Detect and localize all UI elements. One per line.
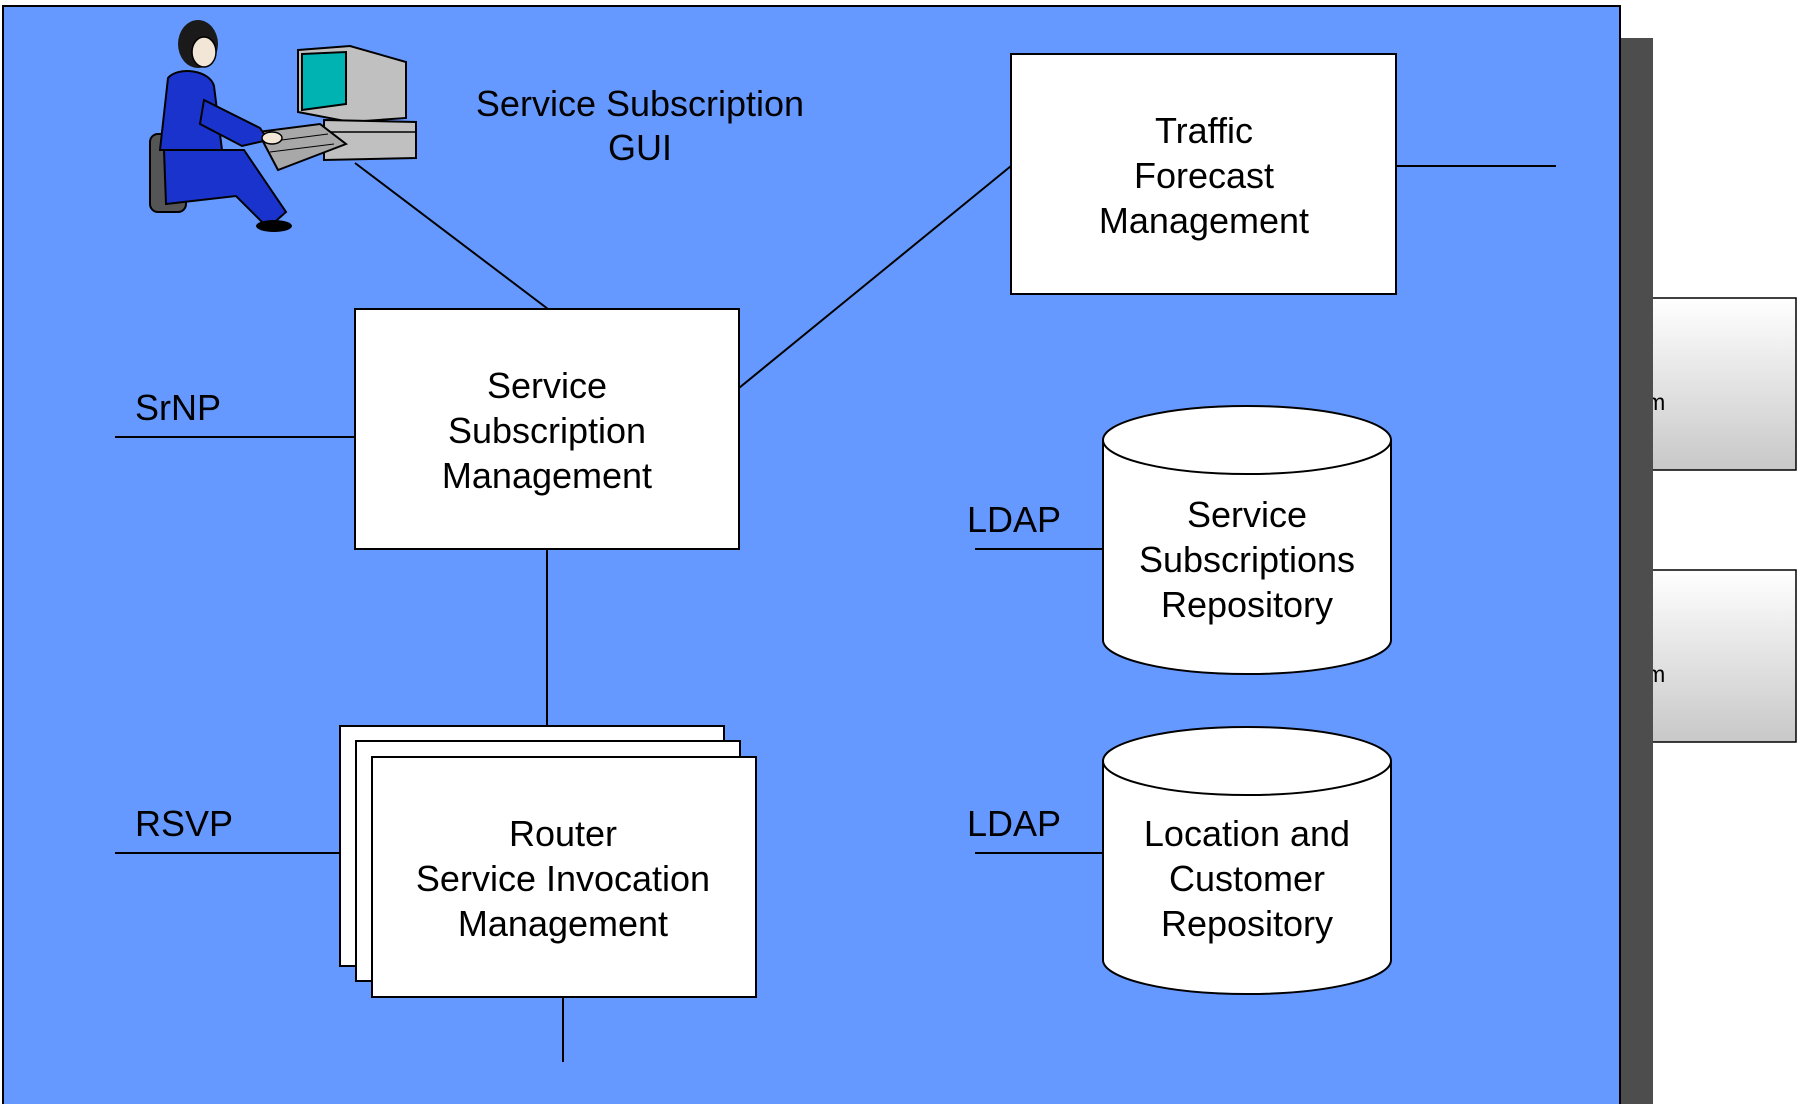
- tfm-line2: Forecast: [1134, 155, 1274, 196]
- gui-title-line1: Service Subscription: [476, 83, 804, 124]
- ssr-line1: Service: [1187, 494, 1307, 535]
- gui-title-line2: GUI: [608, 127, 672, 168]
- service-subscription-management-box: Service Subscription Management: [354, 308, 740, 550]
- ssm-line1: Service: [487, 365, 607, 406]
- lcr-line3: Repository: [1161, 903, 1333, 944]
- user-workstation-icon: [149, 20, 417, 232]
- ssm-line2: Subscription: [448, 410, 646, 451]
- lcr-line1: Location and: [1144, 813, 1350, 854]
- rsvp-label: RSVP: [135, 803, 233, 844]
- ssr-line3: Repository: [1161, 584, 1333, 625]
- tfm-line1: Traffic: [1155, 110, 1253, 151]
- srnp-label: SrNP: [135, 387, 221, 428]
- router-line3: Management: [458, 903, 668, 944]
- panel-shadow: [1619, 38, 1653, 1104]
- ssr-line2: Subscriptions: [1139, 539, 1355, 580]
- ssm-line3: Management: [442, 455, 652, 496]
- lcr-line2: Customer: [1169, 858, 1325, 899]
- location-customer-repository: Location and Customer Repository: [1102, 726, 1392, 995]
- service-subscriptions-repository: Service Subscriptions Repository: [1102, 405, 1392, 675]
- ssm-to-tfm-connector: [738, 165, 1012, 389]
- ldap-bottom-label: LDAP: [967, 803, 1061, 844]
- traffic-forecast-management-box: Traffic Forecast Management: [1010, 53, 1397, 295]
- ldap-top-label: LDAP: [967, 499, 1061, 540]
- router-line2: Service Invocation: [416, 858, 710, 899]
- router-service-invocation-management-stack: Router Service Invocation Management: [339, 725, 757, 998]
- tfm-line3: Management: [1099, 200, 1309, 241]
- router-line1: Router: [509, 813, 617, 854]
- gui-connector: [354, 162, 549, 310]
